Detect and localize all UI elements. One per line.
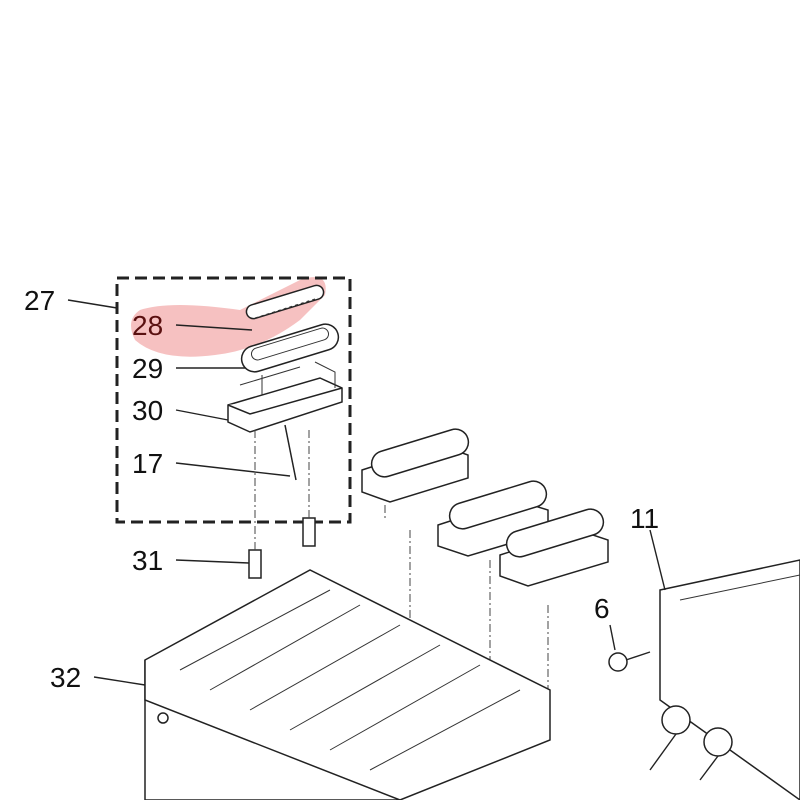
part-6-screw bbox=[608, 651, 651, 672]
part-32-tray bbox=[144, 569, 551, 800]
callout-30: 30 bbox=[132, 395, 163, 426]
callout-27: 27 bbox=[24, 285, 55, 316]
assembly-box-27 bbox=[115, 276, 352, 524]
callout-28: 28 bbox=[132, 310, 163, 341]
callout-32: 32 bbox=[50, 662, 81, 693]
springs-31 bbox=[248, 430, 316, 579]
part-17-tube bbox=[284, 424, 297, 481]
holder-unit-a bbox=[361, 428, 470, 640]
holder-unit-c bbox=[499, 508, 609, 720]
leader-lines bbox=[67, 299, 719, 781]
callout-17: 17 bbox=[132, 448, 163, 479]
part-30-holder bbox=[227, 361, 343, 433]
callout-11: 11 bbox=[630, 503, 659, 534]
part-28-gasket bbox=[245, 284, 325, 320]
holder-unit-b bbox=[437, 480, 549, 680]
callout-31: 31 bbox=[132, 545, 163, 576]
part-29-cap bbox=[240, 323, 340, 373]
part-11-bracket bbox=[659, 559, 800, 800]
knobs bbox=[661, 705, 733, 757]
callout-6: 6 bbox=[594, 593, 610, 624]
callout-29: 29 bbox=[132, 353, 163, 384]
